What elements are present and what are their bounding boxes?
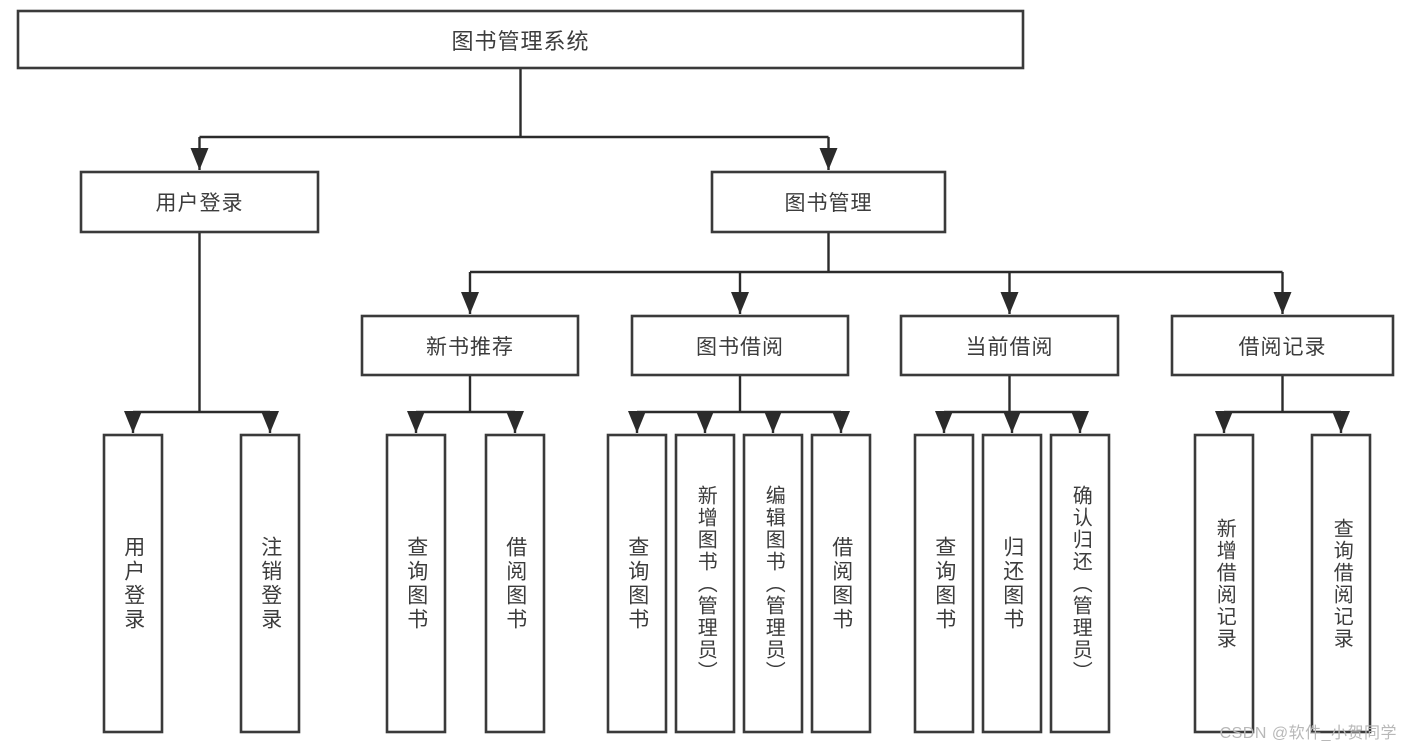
arrow-head-icon <box>696 411 714 433</box>
arrow-head-icon <box>124 411 142 433</box>
arrow-head-icon <box>731 292 749 314</box>
arrow-head-icon <box>1071 411 1089 433</box>
node-box-leaf-edit-book[interactable] <box>742 433 804 734</box>
node-box-leaf-logout[interactable] <box>239 433 301 734</box>
arrow-head-icon <box>935 411 953 433</box>
node-box-root[interactable] <box>16 9 1025 70</box>
node-box-leaf-query-book-3[interactable] <box>913 433 975 734</box>
node-box-book-manage[interactable] <box>710 170 947 234</box>
arrow-head-icon <box>832 411 850 433</box>
arrow-head-icon <box>1215 411 1233 433</box>
node-box-leaf-query-book-2[interactable] <box>606 433 668 734</box>
arrow-head-icon <box>261 411 279 433</box>
arrow-head-icon <box>506 411 524 433</box>
arrow-head-icon <box>764 411 782 433</box>
arrow-head-icon <box>1003 411 1021 433</box>
node-box-borrow-record[interactable] <box>1170 314 1395 377</box>
node-box-book-borrow[interactable] <box>630 314 850 377</box>
arrow-head-icon <box>1332 411 1350 433</box>
node-box-leaf-add-book[interactable] <box>674 433 736 734</box>
node-box-new-book-recommend[interactable] <box>360 314 580 377</box>
node-box-leaf-user-login[interactable] <box>102 433 164 734</box>
arrow-head-icon <box>628 411 646 433</box>
node-box-leaf-return-book[interactable] <box>981 433 1043 734</box>
boxes-layer <box>16 9 1395 734</box>
arrow-head-icon <box>407 411 425 433</box>
node-box-leaf-borrow-book-1[interactable] <box>484 433 546 734</box>
edges-layer <box>124 68 1350 433</box>
node-box-user-login[interactable] <box>79 170 320 234</box>
node-box-leaf-query-record[interactable] <box>1310 433 1372 734</box>
node-box-leaf-confirm-return[interactable] <box>1049 433 1111 734</box>
arrow-head-icon <box>819 148 838 170</box>
node-box-leaf-borrow-book-2[interactable] <box>810 433 872 734</box>
arrow-head-icon <box>1000 292 1019 314</box>
node-box-current-borrow[interactable] <box>899 314 1120 377</box>
arrow-head-icon <box>1273 292 1292 314</box>
arrow-head-icon <box>461 292 479 314</box>
node-box-leaf-query-book-1[interactable] <box>385 433 447 734</box>
node-box-leaf-add-record[interactable] <box>1193 433 1255 734</box>
watermark-text: CSDN @软件_小贺同学 <box>1219 725 1397 742</box>
arrow-head-icon <box>190 148 209 170</box>
